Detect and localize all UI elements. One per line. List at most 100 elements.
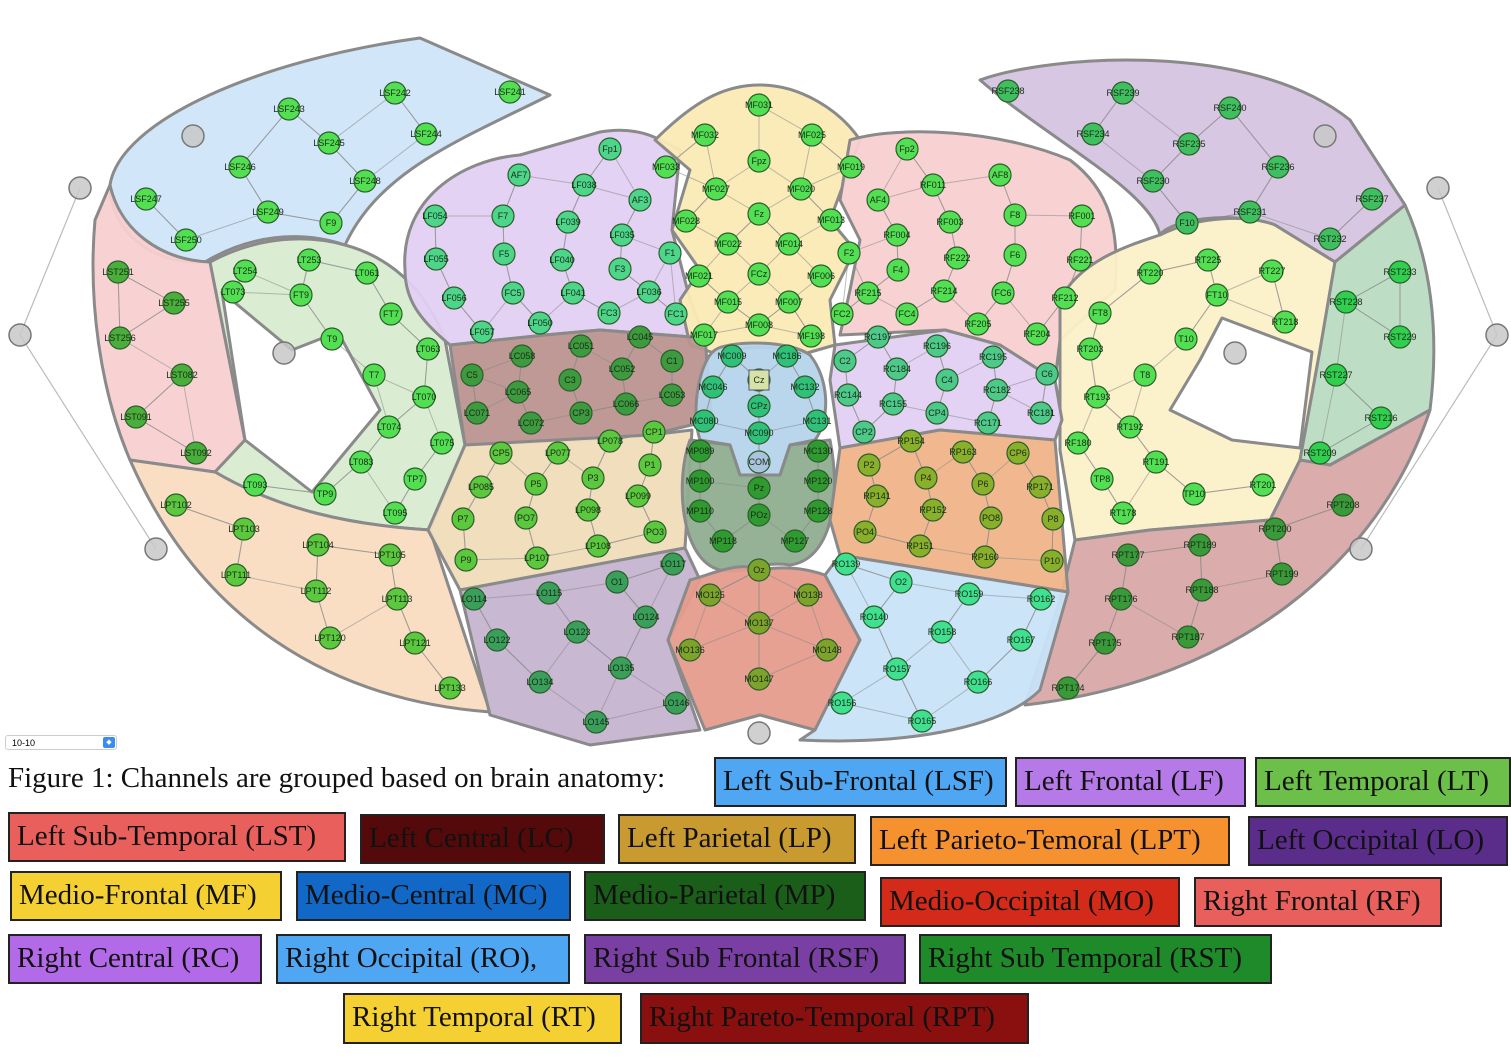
channel-node[interactable]: CP5 [489, 441, 513, 465]
channel-node[interactable]: FT9 [289, 283, 313, 307]
channel-node[interactable]: RT192 [1117, 415, 1144, 439]
channel-node[interactable]: RPT174 [1051, 676, 1085, 700]
channel-node[interactable]: RO157 [883, 657, 912, 681]
channel-node[interactable]: RF204 [1023, 322, 1051, 346]
channel-node[interactable]: RC171 [974, 411, 1002, 435]
channel-node[interactable]: RC182 [983, 378, 1011, 402]
channel-node[interactable]: P3 [581, 466, 605, 490]
channel-node[interactable]: LT070 [412, 385, 437, 409]
channel-node[interactable]: MF025 [798, 123, 826, 147]
channel-node[interactable]: LPT105 [374, 543, 406, 567]
channel-node[interactable]: RT220 [1137, 261, 1164, 285]
channel-node[interactable]: MF019 [837, 155, 865, 179]
channel-node[interactable]: LO117 [660, 552, 686, 576]
channel-node[interactable]: LT254 [233, 259, 258, 283]
channel-node[interactable]: LT063 [416, 337, 441, 361]
channel-node[interactable]: LF050 [527, 311, 553, 335]
channel-node[interactable]: LST251 [102, 260, 134, 284]
channel-node[interactable]: LF039 [555, 210, 581, 234]
channel-node[interactable]: P6 [971, 472, 995, 496]
channel-node[interactable]: MF014 [775, 232, 803, 256]
channel-node[interactable]: RPT189 [1183, 533, 1217, 557]
channel-node[interactable]: MC090 [744, 421, 774, 445]
channel-node[interactable]: MO137 [744, 611, 774, 635]
channel-node[interactable]: LST256 [104, 326, 136, 350]
channel-node[interactable]: LT075 [430, 431, 455, 455]
channel-node[interactable]: PO7 [514, 506, 538, 530]
channel-node[interactable]: C2 [833, 349, 857, 373]
channel-node[interactable]: LSF241 [494, 80, 526, 104]
channel-node[interactable]: Pz [747, 476, 771, 500]
channel-node[interactable]: F8 [1003, 203, 1027, 227]
channel-node[interactable]: RC196 [923, 334, 951, 358]
unused-node[interactable] [272, 341, 296, 365]
channel-node[interactable]: RC144 [834, 383, 862, 407]
channel-node[interactable]: RP171 [1026, 475, 1054, 499]
channel-node[interactable]: LF054 [422, 204, 448, 228]
channel-node[interactable]: LPT103 [228, 517, 260, 541]
unused-node[interactable] [1485, 323, 1509, 347]
channel-node[interactable]: MP110 [686, 499, 714, 523]
channel-node[interactable]: LO135 [607, 656, 635, 680]
channel-node[interactable]: C5 [460, 363, 484, 387]
channel-node[interactable]: LSF247 [130, 187, 162, 211]
unused-node[interactable] [181, 124, 205, 148]
channel-node[interactable]: RSF231 [1233, 200, 1267, 224]
channel-node[interactable]: T9 [320, 327, 344, 351]
channel-node[interactable]: F3 [608, 257, 632, 281]
channel-node[interactable]: LST091 [120, 405, 152, 429]
channel-node[interactable]: AF4 [866, 188, 890, 212]
channel-node[interactable]: F5 [492, 242, 516, 266]
channel-node[interactable]: LC071 [464, 401, 491, 425]
channel-node[interactable]: LC072 [518, 411, 545, 435]
channel-node[interactable]: RO140 [860, 605, 889, 629]
channel-node[interactable]: LF041 [560, 281, 586, 305]
channel-node[interactable]: LT073 [221, 280, 246, 304]
channel-node[interactable]: RST232 [1313, 227, 1347, 251]
channel-node[interactable]: LO123 [563, 620, 591, 644]
channel-node[interactable]: RC181 [1027, 401, 1055, 425]
channel-node[interactable]: FC2 [830, 302, 854, 326]
channel-node[interactable]: FC5 [501, 281, 525, 305]
channel-node[interactable]: RT178 [1110, 501, 1137, 525]
channel-node[interactable]: P5 [524, 472, 548, 496]
channel-node[interactable]: P10 [1040, 549, 1064, 573]
channel-node[interactable]: LC065 [505, 380, 532, 404]
channel-node[interactable]: LP078 [597, 429, 623, 453]
channel-node[interactable]: LST255 [158, 291, 190, 315]
channel-node[interactable]: RST209 [1303, 441, 1337, 465]
channel-node[interactable]: LO145 [582, 710, 610, 734]
channel-node[interactable]: LPT104 [302, 533, 334, 557]
channel-node[interactable]: F4 [886, 258, 910, 282]
channel-node[interactable]: P4 [914, 466, 938, 490]
channel-node[interactable]: MC130 [803, 439, 833, 463]
channel-node[interactable]: RC155 [879, 392, 907, 416]
channel-node[interactable]: FT8 [1088, 301, 1112, 325]
channel-node[interactable]: RST216 [1364, 406, 1398, 430]
channel-node[interactable]: MC080 [689, 409, 719, 433]
channel-node[interactable]: Fp2 [895, 137, 919, 161]
channel-node[interactable]: CP2 [852, 420, 876, 444]
channel-node[interactable]: LT083 [349, 450, 374, 474]
channel-node[interactable]: Oz [747, 558, 771, 582]
channel-node[interactable]: LO146 [662, 691, 690, 715]
channel-node[interactable]: CP1 [642, 420, 666, 444]
channel-node[interactable]: LF055 [423, 247, 449, 271]
unused-node[interactable] [1349, 537, 1373, 561]
channel-node[interactable]: LC053 [659, 383, 686, 407]
channel-node[interactable]: FC6 [991, 281, 1015, 305]
channel-node[interactable]: RF205 [964, 312, 992, 336]
channel-node[interactable]: MF033 [652, 155, 680, 179]
channel-node[interactable]: O1 [605, 570, 629, 594]
channel-node[interactable]: C1 [660, 349, 684, 373]
unused-node[interactable] [747, 721, 771, 745]
channel-node[interactable]: MF031 [745, 93, 773, 117]
channel-node[interactable]: MF007 [775, 290, 803, 314]
channel-node[interactable]: TP8 [1090, 467, 1114, 491]
channel-node[interactable]: P1 [638, 453, 662, 477]
channel-node[interactable]: F1 [658, 241, 682, 265]
channel-node[interactable]: RT227 [1259, 259, 1286, 283]
channel-node[interactable]: LT095 [383, 501, 408, 525]
channel-node[interactable]: MO125 [695, 583, 725, 607]
channel-node[interactable]: RT225 [1195, 248, 1222, 272]
